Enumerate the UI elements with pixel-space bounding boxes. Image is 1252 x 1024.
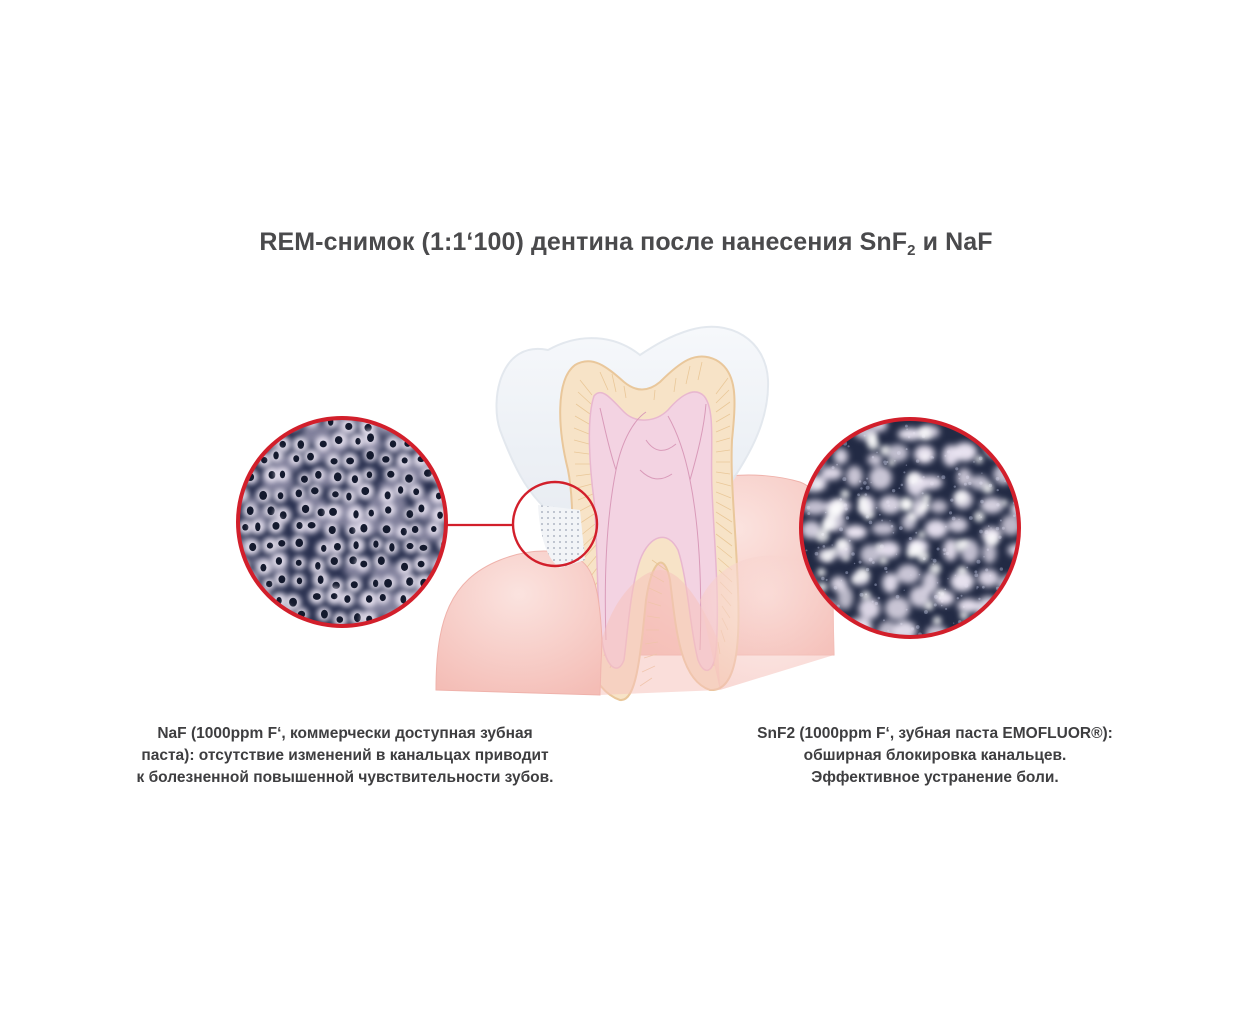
caption-naf-line-1: NaF (1000ppm F‘, коммерчески доступная з… [157, 725, 533, 742]
title-subscript: 2 [907, 242, 916, 259]
micrograph-snf2-ring [799, 417, 1021, 639]
title-tail: и NaF [915, 228, 993, 256]
caption-snf2-line-2: обширная блокировка канальцев. [803, 747, 1067, 764]
page-title: REM-снимок (1:1‘100) дентина после нанес… [0, 228, 1252, 259]
title-main: REM-снимок (1:1‘100) дентина после нанес… [259, 228, 908, 256]
caption-snf2: SnF2 (1000ppm F‘, зубная паста EMOFLUOR®… [690, 723, 1180, 789]
micrograph-naf [238, 418, 446, 626]
exposed-dentin-zone [538, 505, 585, 568]
zoom-ring [511, 480, 599, 568]
gum-front [435, 550, 603, 696]
caption-snf2-line-1: SnF2 (1000ppm F‘, зубная паста EMOFLUOR®… [757, 725, 1113, 742]
micrograph-naf-ring [236, 416, 448, 628]
caption-snf2-line-3: Эффективное устранение боли. [811, 769, 1059, 786]
gum-front-right [700, 555, 834, 690]
caption-naf: NaF (1000ppm F‘, коммерчески доступная з… [100, 723, 590, 789]
pulp-nerves [599, 403, 707, 651]
micrograph-snf2 [801, 419, 1019, 637]
caption-naf-line-2: паста): отсутствие изменений в канальцах… [141, 747, 549, 764]
caption-naf-line-3: к болезненной повышенной чувствительност… [136, 769, 554, 786]
gum-middle [600, 570, 720, 695]
